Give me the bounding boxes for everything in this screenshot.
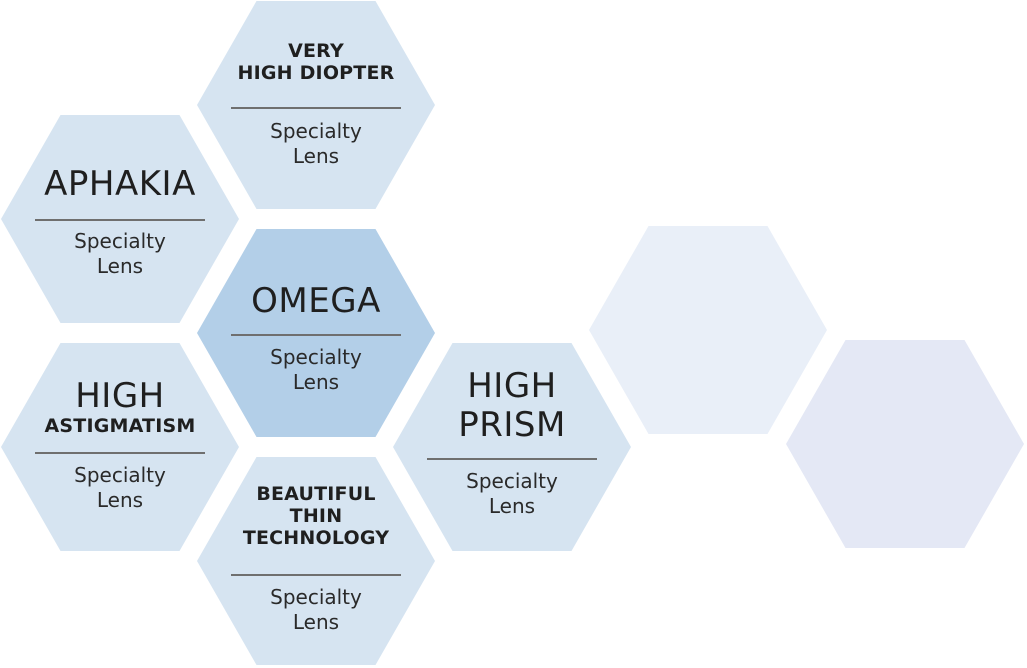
- hexagon-title-line: HIGH: [467, 366, 557, 406]
- hexagon-title: OMEGA: [197, 281, 435, 321]
- hexagon-subtitle-line: Specialty: [74, 463, 166, 487]
- hexagon-subtitle-line: Lens: [96, 254, 144, 278]
- hexagon-title-line: OMEGA: [251, 281, 381, 321]
- hexagon-divider: [231, 334, 401, 336]
- hexagon-shape: [589, 226, 827, 434]
- hexagon-shape: [197, 229, 435, 437]
- hexagon-subtitle-line: Specialty: [270, 345, 362, 369]
- hexagon-divider: [231, 574, 401, 576]
- hexagon-divider: [427, 458, 597, 460]
- hexagon-subtitle-line: Lens: [292, 144, 340, 168]
- hexagon-title-line: ASTIGMATISM: [44, 415, 196, 438]
- hexagon-subtitle-line: Lens: [488, 494, 536, 518]
- hexagon-divider: [231, 107, 401, 109]
- hexagon-title-line: THIN: [289, 504, 343, 527]
- hexagon-fill: [197, 457, 435, 665]
- hexagon-subtitle-line: Lens: [292, 370, 340, 394]
- hexagon-shape: [786, 340, 1024, 548]
- hexagon-title-line: BEAUTIFUL: [256, 483, 376, 505]
- hexagon-fill: [786, 340, 1024, 548]
- hexagon-subtitle-line: Specialty: [466, 469, 558, 493]
- hexagon-fill: [393, 343, 631, 551]
- hexagon-title-line: PRISM: [458, 405, 566, 446]
- hexagon-title: APHAKIA: [1, 164, 239, 204]
- hexagon-fill: [1, 343, 239, 551]
- hexagon-shape: [1, 343, 239, 551]
- hexagon-subtitle-line: Specialty: [270, 585, 362, 609]
- hexagon-shape: [197, 1, 435, 209]
- hexagon-subtitle-line: Specialty: [74, 229, 166, 253]
- hexagon-divider: [35, 219, 205, 221]
- hexagon-fill: [197, 229, 435, 437]
- hexagon-title-line: APHAKIA: [44, 164, 196, 204]
- hexagon-title-line: VERY: [288, 40, 344, 62]
- hexagon-subtitle-line: Lens: [292, 610, 340, 634]
- hexagon-subtitle-line: Specialty: [270, 119, 362, 143]
- hexagon-empty-2: [786, 340, 1024, 548]
- hexagon-divider: [35, 452, 205, 454]
- hexagon-subtitle-line: Lens: [96, 488, 144, 512]
- hexagon-title-line: TECHNOLOGY: [242, 526, 390, 549]
- hexagon-fill: [589, 226, 827, 434]
- hexagon-empty-1: [589, 226, 827, 434]
- hexagon-shape: [393, 343, 631, 551]
- hexagon-shape: [197, 457, 435, 665]
- hexagon-fill: [197, 1, 435, 209]
- hexagon-title-line: HIGH: [75, 376, 165, 416]
- hexagon-title-line: HIGH DIOPTER: [237, 61, 395, 84]
